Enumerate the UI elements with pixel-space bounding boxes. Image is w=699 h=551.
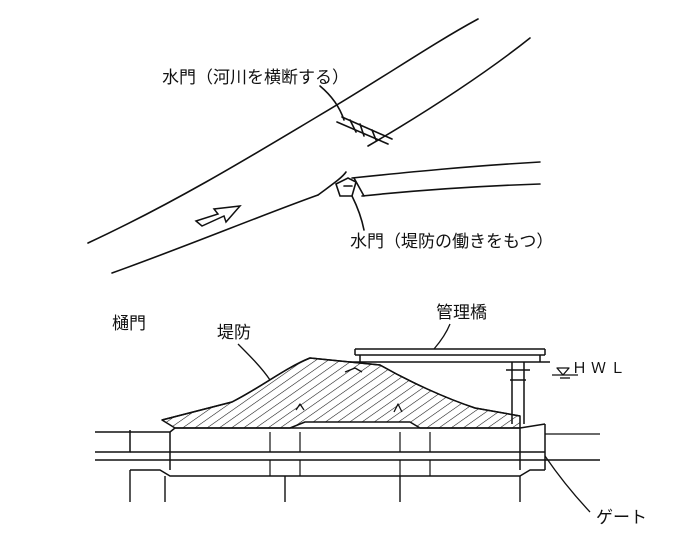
river-bank-lower-left [111,194,319,274]
management-bridge [350,348,550,363]
river-plan-diagram [87,18,541,274]
embankment-gate-symbol [335,177,365,197]
river-bank-upper [87,18,479,244]
leader-embankment [237,343,271,381]
leader-bridge [433,323,451,350]
river-bank-lower-mid [317,171,347,196]
culvert-floor [95,430,131,453]
leader-gate [544,455,591,513]
label-embankment-gate: 水門（堤防の働きをもつ） [350,232,554,252]
label-hwl: ＨＷＬ [572,359,630,377]
crossing-gate-symbol [336,116,393,145]
leader-embankment-gate [351,195,365,231]
label-management-bridge: 管理橋 [436,303,487,323]
leader-crossing-gate [319,85,345,121]
gate-tower [506,362,530,424]
label-embankment: 堤防 [217,323,251,343]
embankment-hatched [161,357,521,429]
flow-arrow [194,205,242,227]
piles [129,470,521,502]
label-gate: ゲート [596,508,647,528]
label-sluice: 樋門 [112,314,146,334]
culvert-base [130,469,545,477]
culvert-top [95,423,546,433]
tributary-bank-lower [361,183,541,197]
tributary-bank-upper [351,161,541,179]
river-bank-lower-right [367,37,531,147]
label-crossing-gate: 水門（河川を横断する） [162,68,349,88]
hwl-symbol [552,367,578,379]
sluice-section-diagram [95,323,600,513]
